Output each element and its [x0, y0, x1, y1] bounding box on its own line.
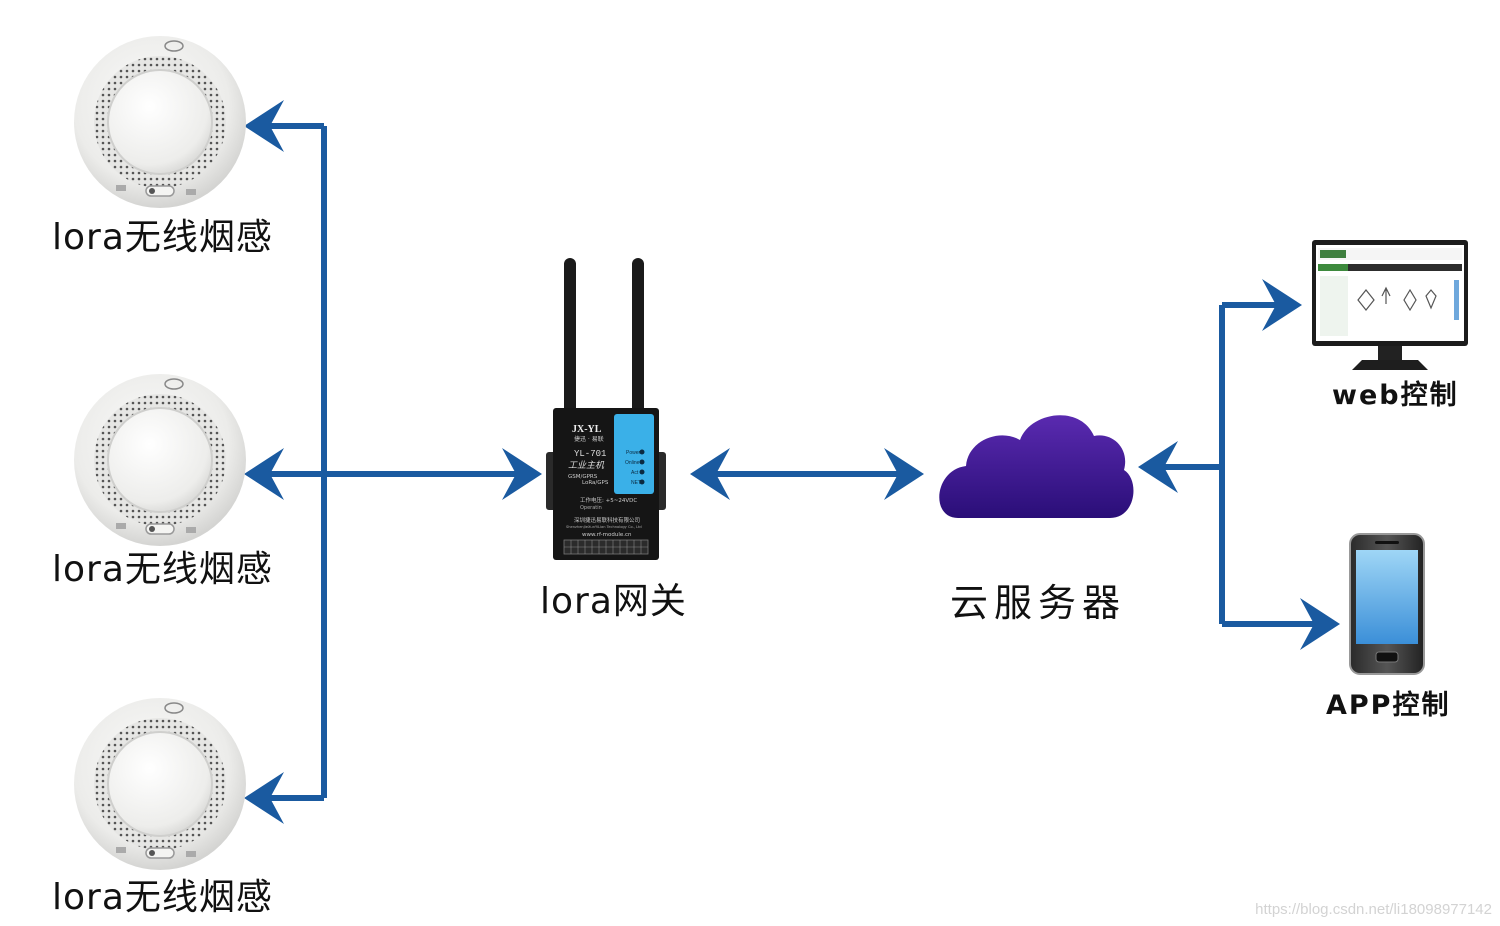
gateway-label: lora网关: [540, 581, 687, 622]
gateway-led-panel: [614, 414, 654, 494]
smoke-sensor-mark-left: [116, 523, 126, 529]
monitor-stand: [1352, 360, 1428, 370]
smoke-sensor-mark-right: [186, 189, 196, 195]
gateway-voltage: 工作电压: +5~24VDC: [580, 496, 637, 504]
arrowhead-cloud-in: [1138, 441, 1178, 493]
smoke-sensor-logo-icon: [164, 378, 184, 390]
screen-nav-active: [1318, 264, 1348, 271]
screen-accent: [1454, 280, 1459, 320]
sensor-label-1: lora无线烟感: [52, 217, 273, 258]
phone-home-button: [1375, 651, 1399, 663]
smoke-sensor-3: [74, 698, 246, 870]
monitor-icon: [1312, 240, 1468, 370]
smoke-sensor-mark-left: [116, 185, 126, 191]
arrowheads: [244, 100, 1340, 824]
screen-logo: [1320, 250, 1346, 258]
smoke-sensor-led-icon: [149, 188, 155, 194]
arrowhead-sensor-2: [244, 448, 284, 500]
lora-gateway-device: Power Online Act NET JX-YL 捷迅 · 易联 YL-70…: [546, 258, 666, 560]
led-online-icon: [639, 459, 645, 465]
led-label-act: Act: [631, 470, 639, 476]
monitor-neck: [1378, 346, 1402, 360]
gateway-model: YL-701: [574, 449, 606, 459]
arrowhead-sensor-3: [244, 772, 284, 824]
smoke-sensor-dome: [107, 407, 213, 513]
gateway-title: 工业主机: [568, 460, 605, 471]
terminal-pins: [564, 540, 648, 554]
arrowhead-gateway-side: [690, 448, 730, 500]
smoke-sensor-led-icon: [149, 850, 155, 856]
watermark: https://blog.csdn.net/li18098977142: [1255, 901, 1492, 918]
antenna-left: [564, 258, 576, 418]
gateway-spec-2: LoRa/GPS: [582, 480, 609, 486]
smartphone-icon: [1349, 533, 1425, 675]
led-net-icon: [639, 479, 645, 485]
led-label-online: Online: [625, 460, 640, 466]
antenna-right: [632, 258, 644, 418]
gateway-website: www.rf-module.cn: [582, 532, 632, 538]
connector-arrows: [262, 123, 1318, 801]
led-label-power: Power: [626, 450, 641, 456]
cloud-label: 云服务器: [950, 581, 1127, 625]
arrowhead-sensor-1: [244, 100, 284, 152]
sensor-label-2: lora无线烟感: [52, 549, 273, 590]
smoke-sensor-mark-left: [116, 847, 126, 853]
gateway-company: 深圳捷迅易联科技有限公司: [574, 516, 640, 524]
arrowhead-gateway-in: [502, 448, 542, 500]
cloud-icon: [939, 415, 1134, 518]
arrowhead-cloud-side: [884, 448, 924, 500]
gateway-brand-sub: 捷迅 · 易联: [574, 435, 604, 443]
gateway-spec-1: GSM/GPRS: [568, 474, 598, 480]
smoke-sensor-logo-icon: [164, 40, 184, 52]
smoke-sensor-mark-right: [186, 527, 196, 533]
smoke-sensor-1: [74, 36, 246, 208]
screen-header-bar: [1318, 248, 1462, 260]
gateway-brand: JX-YL: [572, 424, 602, 435]
screen-products: [1357, 286, 1437, 312]
smoke-sensor-dome: [107, 731, 213, 837]
screen-nav-bar: [1318, 264, 1462, 271]
screen-sidebar: [1320, 276, 1348, 336]
web-control-label: web控制: [1332, 380, 1459, 411]
led-act-icon: [639, 469, 645, 475]
smoke-sensor-led-icon: [149, 526, 155, 532]
gateway-operating: Operatin: [580, 505, 602, 511]
smoke-sensor-dome: [107, 69, 213, 175]
app-control-label: APP控制: [1326, 690, 1451, 721]
smoke-sensor-logo-icon: [164, 702, 184, 714]
led-power-icon: [639, 449, 645, 455]
phone-speaker: [1375, 541, 1399, 544]
smoke-sensor-mark-right: [186, 851, 196, 857]
phone-screen: [1356, 550, 1418, 644]
arrowhead-web: [1262, 279, 1302, 331]
sensor-label-3: lora无线烟感: [52, 877, 273, 918]
led-label-net: NET: [631, 480, 641, 486]
gateway-company-en: ShenzhenJieXunYiLian Technology Co., Ltd: [566, 525, 642, 529]
smoke-sensor-2: [74, 374, 246, 546]
arrowhead-app: [1300, 598, 1340, 650]
